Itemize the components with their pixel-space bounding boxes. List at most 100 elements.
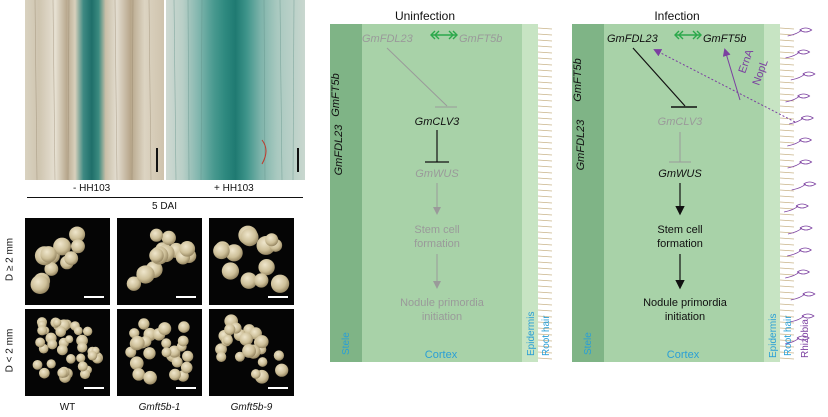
root-hair <box>779 213 795 216</box>
root-hair <box>779 267 795 270</box>
left-gene-fdl23: GmFDL23 <box>362 33 414 45</box>
nodule <box>240 272 258 289</box>
nodule <box>239 332 253 346</box>
nodule <box>180 361 193 374</box>
nodule <box>224 323 236 336</box>
root-hair <box>779 57 795 60</box>
root-hair <box>537 279 553 282</box>
root-hair <box>779 27 795 30</box>
root-hair <box>779 105 795 108</box>
nodule <box>265 233 279 247</box>
nodule <box>161 347 172 358</box>
root-hair <box>779 357 795 360</box>
nodule <box>130 335 145 350</box>
right-nodule-line2: initiation <box>665 311 705 323</box>
nodule <box>240 228 259 247</box>
root-hair <box>779 351 795 354</box>
root-hair <box>537 63 553 66</box>
root-hair <box>779 333 795 336</box>
root-hair <box>779 171 795 174</box>
root-hair <box>779 321 795 324</box>
nodule <box>53 318 62 327</box>
root-hair <box>779 153 795 156</box>
nodule <box>57 367 68 378</box>
root-hair <box>537 123 553 126</box>
nodule <box>77 361 88 372</box>
root-hair <box>537 345 553 348</box>
nodule <box>136 265 155 284</box>
root-hair <box>779 201 795 204</box>
root-hair <box>779 99 795 102</box>
left-zone-roothair: Root hair <box>541 315 552 356</box>
nodule <box>143 370 157 385</box>
rhizobium <box>783 203 809 213</box>
nodule <box>273 350 285 361</box>
root-hair <box>537 249 553 252</box>
left-gene-clv3: GmCLV3 <box>415 116 461 128</box>
nodule <box>56 344 68 356</box>
root-hair <box>537 165 553 168</box>
nodule <box>178 321 190 333</box>
col-label-wt: WT <box>59 402 76 413</box>
root-hair <box>537 351 553 354</box>
row-label-large: D ≥ 2 mm <box>4 237 16 282</box>
nodule <box>35 337 46 348</box>
rhizobium <box>789 115 814 125</box>
root-hair <box>537 99 553 102</box>
root-hair <box>537 207 553 210</box>
root-photo-infected <box>166 0 305 180</box>
root-hair <box>537 201 553 204</box>
root-hair <box>779 327 795 330</box>
root-hair <box>537 285 553 288</box>
col-label-ft5b9: Gmft5b-9 <box>230 402 273 413</box>
root-hair <box>537 129 553 132</box>
root-hair <box>779 159 795 162</box>
nodule <box>215 343 227 356</box>
right-gene-wus: GmWUS <box>658 168 702 180</box>
root-hair <box>537 243 553 246</box>
root-hair <box>779 297 795 300</box>
nodule <box>161 338 172 349</box>
col-label-ft5b1: Gmft5b-1 <box>138 402 181 413</box>
root-hair <box>779 279 795 282</box>
root-hair <box>779 303 795 306</box>
root-hair <box>779 87 795 90</box>
rhizobium <box>787 27 813 37</box>
left-cortex-zone <box>362 24 522 362</box>
root-hair <box>537 75 553 78</box>
root-hair <box>537 171 553 174</box>
left-interaction-arrow <box>430 30 458 40</box>
model-diagram: Uninfection Infection GmFT5b GmFDL23 GmF… <box>330 9 817 362</box>
nodule <box>79 368 91 380</box>
nodule <box>71 239 85 254</box>
right-zone-cortex: Cortex <box>667 349 700 361</box>
nodule <box>258 258 275 276</box>
nodule <box>213 242 230 260</box>
left-stele-zone <box>330 24 362 362</box>
nodule <box>65 335 74 344</box>
nodule <box>161 230 176 246</box>
root-hair <box>779 111 795 114</box>
root-hair <box>779 93 795 96</box>
root-hair <box>537 45 553 48</box>
root-hair <box>779 309 795 312</box>
nodule <box>225 244 243 262</box>
nodule <box>171 356 183 368</box>
root-hair <box>779 69 795 72</box>
dai-divider-line <box>27 197 303 198</box>
root-hair <box>779 51 795 54</box>
root-hair <box>779 285 795 288</box>
right-zone-stele: Stele <box>583 332 594 355</box>
root-hair <box>537 273 553 276</box>
left-stele-gene-ft5b: GmFT5b <box>330 73 342 116</box>
nodule <box>47 339 58 350</box>
label-dai: 5 DAI <box>152 201 178 212</box>
rhizobium <box>787 159 813 169</box>
root-hair <box>779 189 795 192</box>
nodule <box>82 326 93 337</box>
label-minus-hh103: - HH103 <box>73 183 111 194</box>
label-plus-hh103: + HH103 <box>214 183 254 194</box>
root-hair <box>537 333 553 336</box>
nodule <box>270 274 290 293</box>
root-hair <box>537 297 553 300</box>
